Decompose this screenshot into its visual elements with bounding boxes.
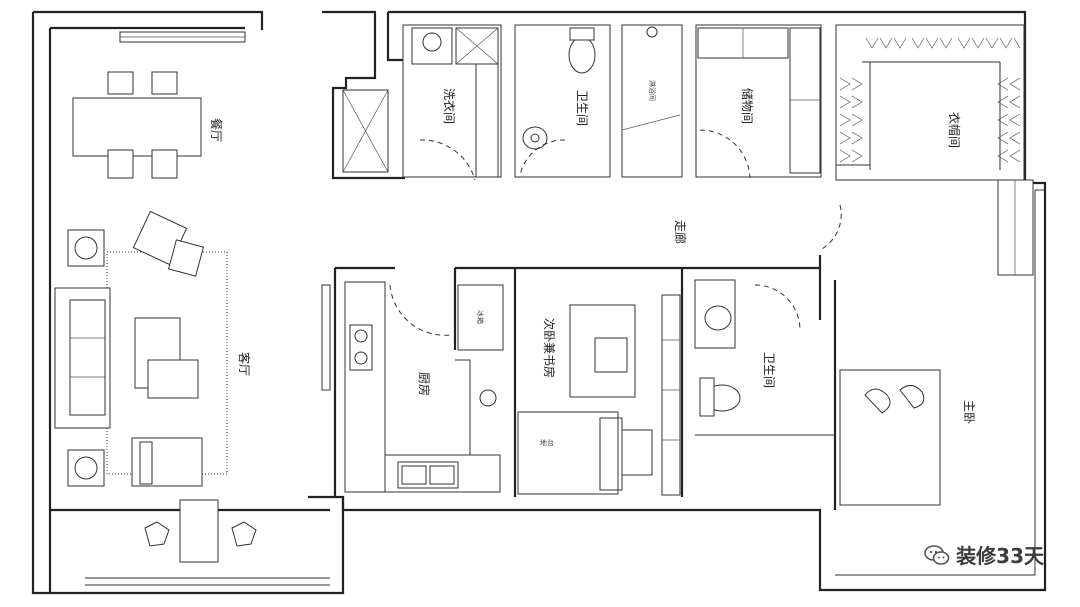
balcony-table: [179, 499, 219, 563]
watermark: 装修33天: [924, 540, 1044, 569]
master-wardrobe: [997, 179, 1034, 276]
label-bath2: 卫生间: [762, 352, 776, 388]
dining-set: [72, 71, 202, 179]
sink-1: [522, 126, 548, 150]
sink-2: [704, 305, 732, 331]
label-closet: 衣帽间: [947, 112, 962, 148]
dining-window: [119, 31, 246, 43]
dining-table: [72, 97, 202, 157]
study-wardrobe: [661, 294, 681, 496]
label-study-bed: 地台: [540, 438, 554, 447]
wechat-icon: [924, 544, 950, 565]
balcony-chair-left: [144, 521, 170, 547]
balcony-furniture: [144, 499, 257, 563]
study-bed: [517, 411, 619, 495]
label-fridge: 冰箱: [476, 310, 485, 324]
balcony-chair-right: [231, 521, 257, 547]
label-dining: 餐厅: [209, 118, 224, 142]
fridge: [457, 284, 504, 351]
service-rooms: [342, 24, 1025, 181]
top-doors: [419, 129, 842, 251]
storage-shelf-side: [789, 27, 821, 174]
master-bedroom: [839, 179, 1034, 506]
label-storage: 储物间: [740, 88, 755, 124]
label-bath1: 卫生间: [575, 90, 589, 126]
bathroom-2: [694, 279, 801, 417]
label-kitchen: 厨房: [417, 372, 432, 396]
kitchen: [344, 281, 504, 493]
label-living: 客厅: [237, 352, 252, 376]
living-furniture: [54, 210, 331, 487]
interior-walls: [333, 255, 837, 510]
toilet-1: [568, 36, 596, 74]
stove: [349, 324, 373, 371]
watermark-text: 装修33天: [956, 544, 1044, 568]
label-master: 主卧: [962, 400, 976, 424]
study-chair: [594, 337, 628, 373]
outer-walls: [31, 10, 1047, 595]
label-laundry: 洗衣间: [442, 88, 457, 124]
study: [517, 294, 681, 496]
label-study: 次卧兼书房: [542, 318, 557, 378]
label-shower: 淋浴间: [648, 80, 657, 101]
label-corridor: 走廊: [673, 220, 688, 244]
master-bed: [839, 369, 941, 506]
washing-machine: [411, 27, 453, 65]
closet-hangers: [839, 37, 1021, 163]
